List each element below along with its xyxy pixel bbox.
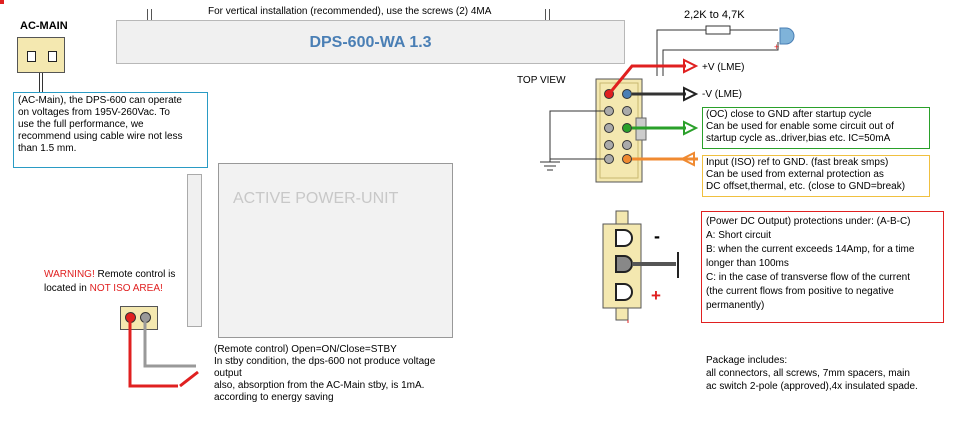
protection-line: (the current flows from positive to nega… [706, 286, 894, 297]
oc-line: (OC) close to GND after startup cycle [706, 109, 872, 120]
ac-leads [39, 73, 43, 93]
dc-output-tab-top [615, 210, 629, 226]
iso-line: Input (ISO) ref to GND. (fast break smps… [706, 157, 889, 168]
protection-line: permanently) [706, 300, 765, 311]
ac-desc-line: recommend using cable wire not less [18, 131, 183, 142]
protection-line: B: when the current exceeds 14Amp, for a… [706, 244, 915, 255]
top-view-label: TOP VIEW [517, 75, 566, 86]
iso-line: Can be used from external protection as [706, 169, 884, 180]
model-title: DPS-600-WA 1.3 [309, 34, 432, 51]
screw-mark-left [147, 9, 152, 20]
ac-main-socket [17, 37, 65, 73]
power-unit-side [187, 174, 202, 327]
remote-switch-blade [179, 370, 199, 388]
arrow-iso [679, 151, 695, 167]
installation-note: For vertical installation (recommended),… [208, 6, 492, 17]
pin-gray [604, 106, 614, 116]
dc-plus-sign: + [651, 286, 661, 305]
pin-gray [604, 140, 614, 150]
package-line: ac switch 2-pole (approved),4x insulated… [706, 381, 918, 392]
heatsink-bar [116, 20, 625, 64]
ac-pin-left [27, 51, 36, 62]
pin-blue [622, 89, 632, 99]
pin-gray [604, 123, 614, 133]
warning-not-iso: NOT ISO AREA! [89, 283, 163, 294]
v-minus-label: -V (LME) [702, 89, 742, 100]
warning-location: located in NOT ISO AREA! [44, 283, 163, 295]
package-line: all connectors, all screws, 7mm spacers,… [706, 368, 910, 379]
pin-gray [604, 154, 614, 164]
led-wire [656, 29, 706, 76]
protection-line: C: in the case of transverse flow of the… [706, 272, 910, 283]
ac-desc-line: than 1.5 mm. [18, 143, 77, 154]
resistor [705, 25, 731, 35]
warning-rest: Remote control is [94, 269, 176, 280]
remote-line: according to energy saving [214, 392, 334, 403]
power-unit-label: ACTIVE POWER-UNIT [233, 190, 399, 207]
remote-wire-red [128, 321, 178, 388]
power-unit-body [218, 163, 453, 338]
arrow-v-minus [683, 86, 699, 102]
iso-description-box: Input (ISO) ref to GND. (fast break smps… [702, 155, 930, 197]
iso-line: DC offset,thermal, etc. (close to GND=br… [706, 181, 906, 192]
led-return [662, 42, 779, 76]
dc-terminal-mid [615, 255, 633, 273]
remote-description: (Remote control) Open=ON/Close=STBY In s… [214, 344, 435, 404]
warning-word: WARNING! [44, 269, 95, 280]
dc-terminal-plus [615, 283, 633, 301]
dc-minus-sign: - [654, 226, 660, 246]
warning-location-prefix: located in [44, 283, 90, 294]
ac-main-title: AC-MAIN [20, 20, 68, 32]
package-line: Package includes: [706, 355, 788, 366]
screw-mark-right [545, 9, 550, 20]
led-icon [779, 27, 795, 45]
oc-line: startup cycle as..driver,bias etc. IC=50… [706, 133, 891, 144]
resistor-label: 2,2K to 4,7K [684, 9, 745, 21]
remote-line: In stby condition, the dps-600 not produ… [214, 356, 436, 367]
ground-wire-1 [549, 110, 604, 162]
oc-description-box: (OC) close to GND after startup cycle Ca… [702, 107, 930, 149]
pin-gray [622, 106, 632, 116]
pin-green [622, 123, 632, 133]
package-info: Package includes: all connectors, all sc… [706, 354, 918, 393]
protection-line: longer than 100ms [706, 258, 789, 269]
ac-desc-line: on voltages from 195V-260Vac. To [18, 107, 170, 118]
ac-main-description: (AC-Main), the DPS-600 can operate on vo… [13, 92, 208, 168]
led-plus-label: + [774, 42, 780, 52]
remote-line: (Remote control) Open=ON/Close=STBY [214, 344, 397, 355]
arrow-oc [683, 120, 699, 136]
corner-marker [0, 0, 4, 4]
oc-line: Can be used for enable some circuit out … [706, 121, 894, 132]
ac-pin-right [48, 51, 57, 62]
remote-line: also, absorption from the AC-Main stby, … [214, 380, 425, 391]
arrow-v-plus [683, 58, 699, 74]
ac-desc-line: (AC-Main), the DPS-600 can operate [18, 95, 182, 106]
dc-terminal-minus [615, 229, 633, 247]
v-plus-label: +V (LME) [702, 62, 745, 73]
protection-box: (Power DC Output) protections under: (A-… [701, 211, 944, 323]
remote-line: output [214, 368, 242, 379]
wire-v-plus [607, 64, 686, 95]
main-connector [595, 78, 643, 183]
protection-line: A: Short circuit [706, 230, 772, 241]
protection-line: (Power DC Output) protections under: (A-… [706, 216, 911, 227]
ac-desc-line: use the full performance, we [18, 119, 144, 130]
warning-text: WARNING! Remote control is [44, 269, 175, 281]
pin-orange [622, 154, 632, 164]
pin-gray [622, 140, 632, 150]
remote-wire-gray [143, 321, 196, 368]
